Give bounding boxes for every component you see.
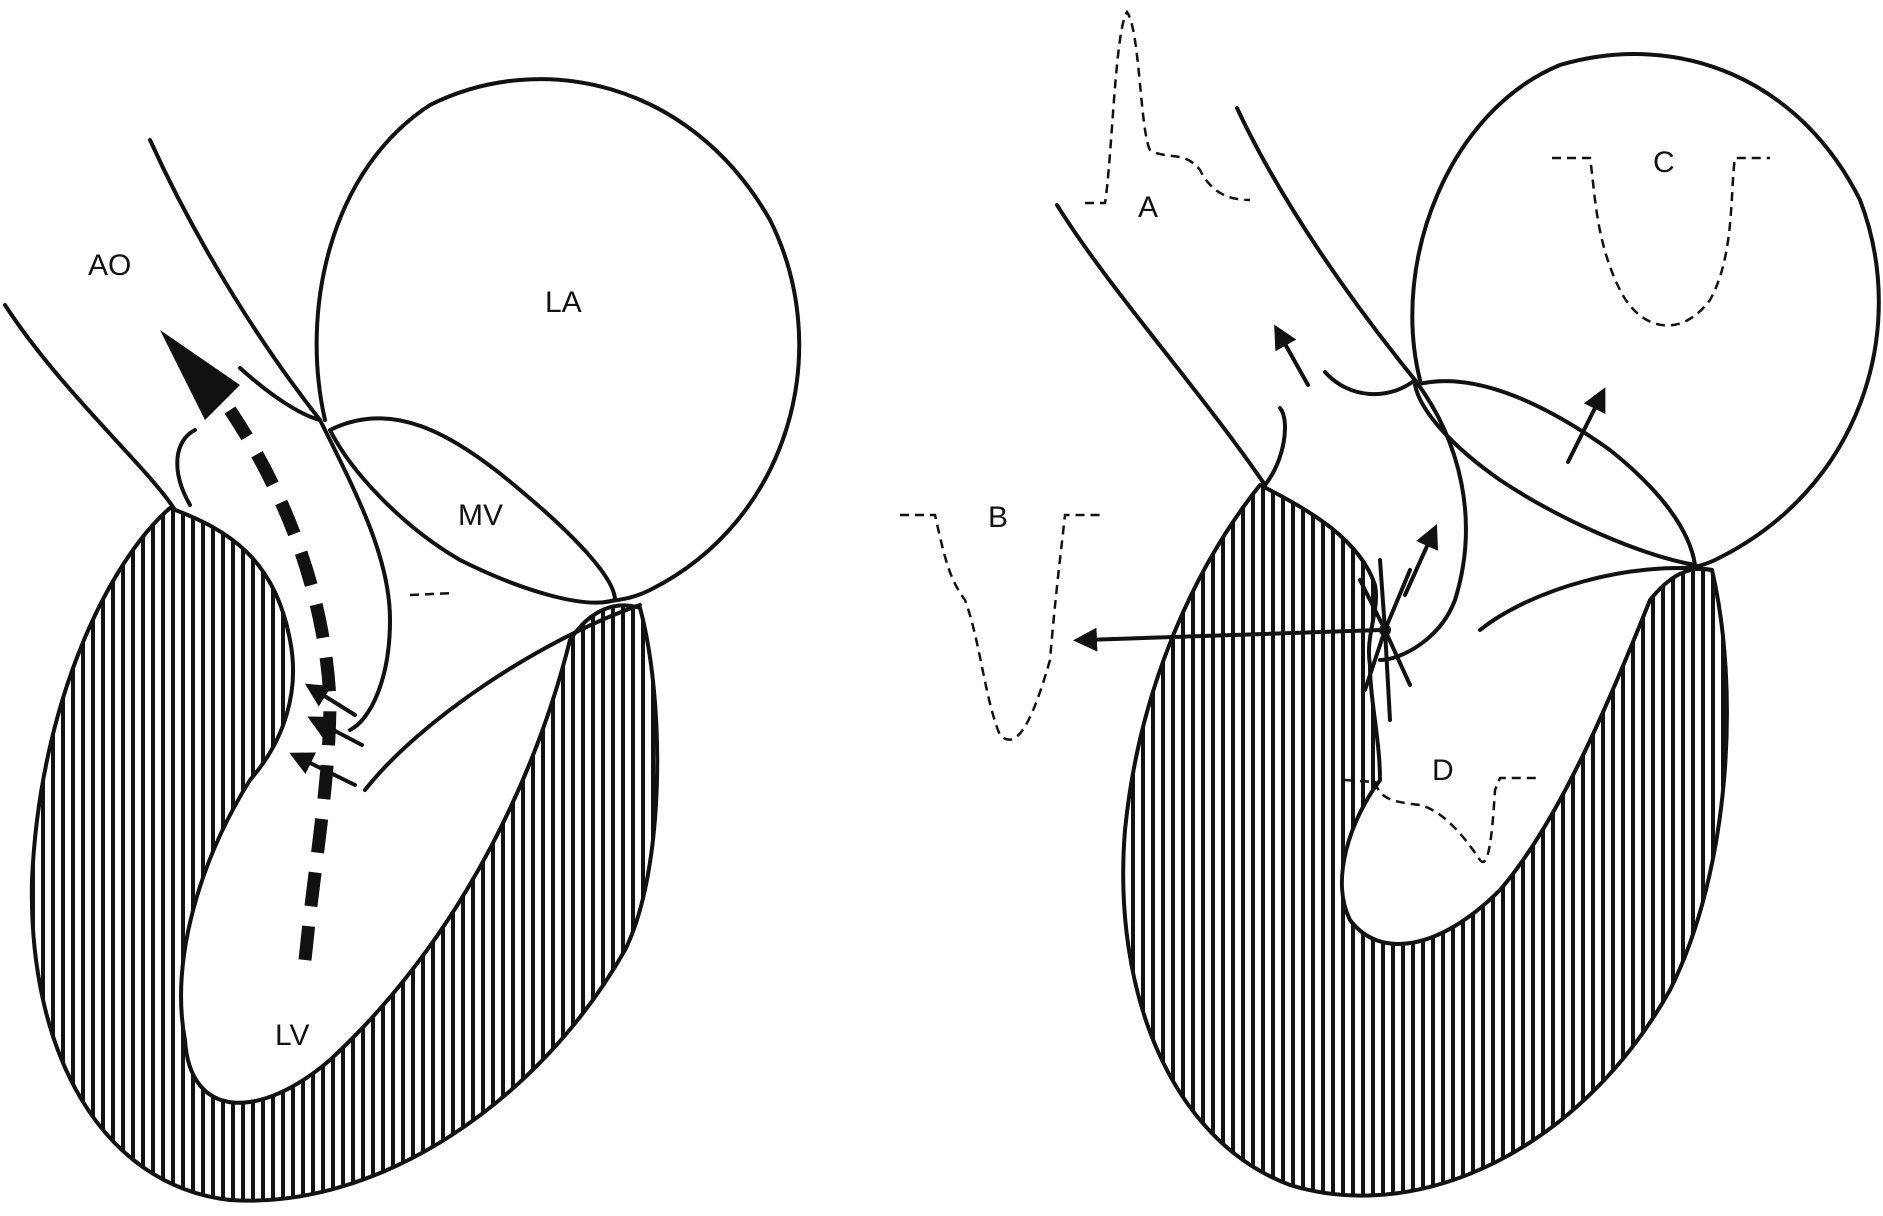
left-ventricle-wall-hcm [1123,485,1727,1196]
right-heart: A B C D [900,12,1879,1196]
outflow-wall [1380,380,1466,660]
aorta-wall [1237,108,1415,380]
mitral-regurgitation-arrow [1568,398,1600,462]
aorta-wall [150,140,320,420]
aorta-wall [1057,205,1265,485]
label-mv: MV [458,499,503,532]
left-ventricle-wall [32,508,657,1201]
sam-arrow [1405,535,1432,595]
label-b: B [988,501,1008,534]
leaflet-tip-marker [410,593,455,595]
label-a: A [1138,191,1158,224]
aortic-valve-cusp [177,430,195,505]
left-atrium [1412,54,1879,568]
left-heart: AO LA MV LV [5,79,799,1201]
trace-b [900,515,1105,740]
mitral-valve [1415,381,1695,565]
trace-c [1552,158,1770,325]
label-la: LA [545,286,582,319]
aortic-valve-cusp [1325,372,1415,394]
aorta-wall [5,305,175,510]
aortic-valve-cusp [1265,408,1285,485]
label-lv: LV [275,1019,309,1052]
trace-a [1085,12,1250,203]
aortic-valve-cusp [240,368,320,420]
outflow-arrowhead [160,330,240,420]
label-d: D [1432,754,1454,787]
label-ao: AO [88,249,131,282]
aortic-flow-arrow [1280,335,1308,385]
label-c: C [1653,146,1675,179]
